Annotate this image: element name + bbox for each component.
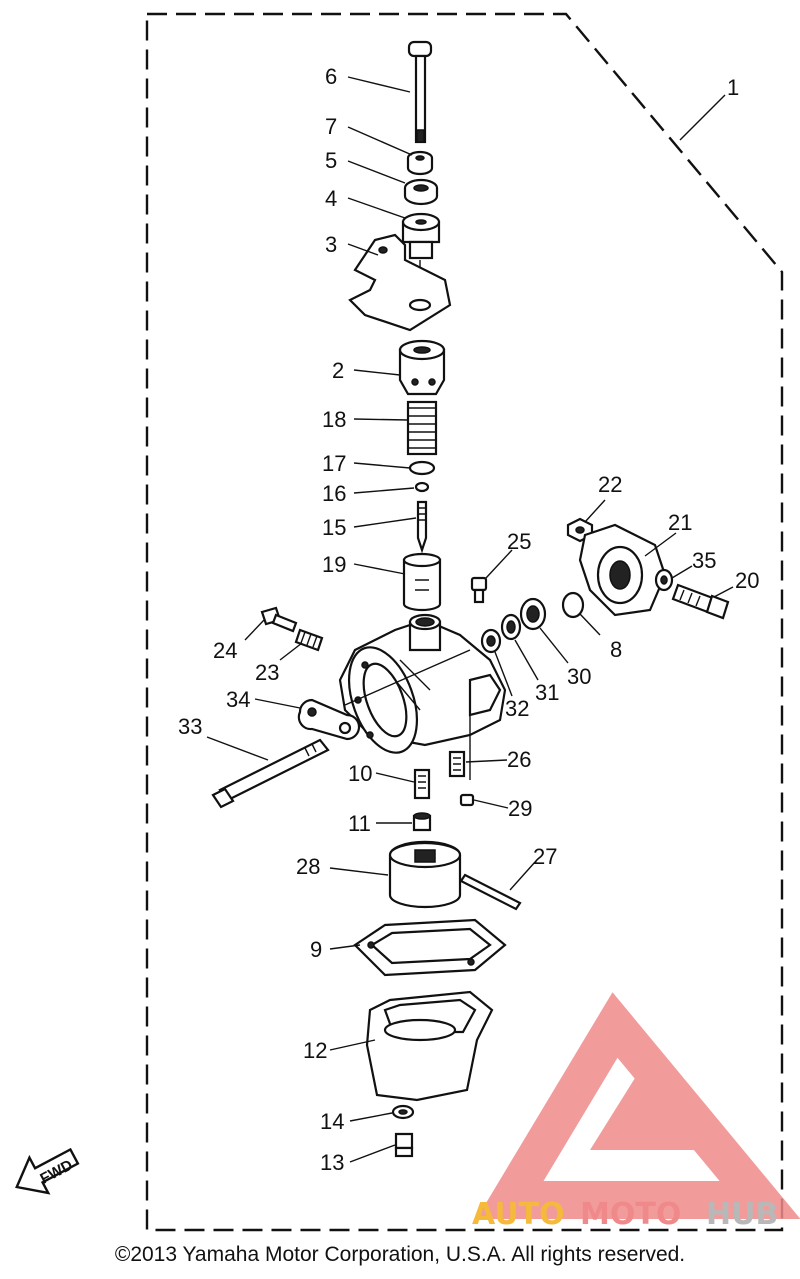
part-label-23: 23 xyxy=(255,660,279,685)
watermark-auto: AUTO xyxy=(472,1197,565,1232)
part-label-5: 5 xyxy=(325,148,337,173)
copyright-notice: ©2013 Yamaha Motor Corporation, U.S.A. A… xyxy=(114,1243,686,1266)
part-labels: 6 7 5 4 3 2 18 17 16 15 19 22 21 25 35 2… xyxy=(178,64,759,1175)
part-label-13: 13 xyxy=(320,1150,344,1175)
part-label-7: 7 xyxy=(325,114,337,139)
part-label-9: 9 xyxy=(310,937,322,962)
part-label-4: 4 xyxy=(325,186,337,211)
leader-lines xyxy=(206,76,734,1163)
part-label-21: 21 xyxy=(668,510,692,535)
part-label-6: 6 xyxy=(325,64,337,89)
part-label-29: 29 xyxy=(508,796,532,821)
part-label-10: 10 xyxy=(348,761,372,786)
float-bowl xyxy=(365,990,494,1102)
part-label-14: 14 xyxy=(320,1109,344,1134)
watermark-logo xyxy=(476,992,800,1219)
assembly-label: 1 xyxy=(727,75,739,100)
part-label-12: 12 xyxy=(303,1038,327,1063)
part-label-22: 22 xyxy=(598,472,622,497)
part-label-17: 17 xyxy=(322,451,346,476)
assembly-boundary xyxy=(145,12,784,1232)
part-label-26: 26 xyxy=(507,747,531,772)
spring xyxy=(406,400,438,456)
watermark-moto: MOTO xyxy=(580,1197,681,1232)
part-label-16: 16 xyxy=(322,481,346,506)
part-label-30: 30 xyxy=(567,664,591,689)
part-label-20: 20 xyxy=(735,568,759,593)
part-label-2: 2 xyxy=(332,358,344,383)
part-label-32: 32 xyxy=(505,696,529,721)
carburetor-body xyxy=(338,613,507,754)
watermark-text: AUTO MOTO HUB xyxy=(472,1197,778,1232)
part-label-19: 19 xyxy=(322,552,346,577)
part-label-28: 28 xyxy=(296,854,320,879)
part-label-11: 11 xyxy=(348,811,371,836)
part-label-15: 15 xyxy=(322,515,346,540)
part-label-31: 31 xyxy=(535,680,559,705)
part-label-18: 18 xyxy=(322,407,346,432)
part-label-24: 24 xyxy=(213,638,237,663)
part-label-35: 35 xyxy=(692,548,716,573)
fwd-arrow-icon: FWD xyxy=(15,1147,80,1195)
part-label-27: 27 xyxy=(533,844,557,869)
part-label-33: 33 xyxy=(178,714,202,739)
part-label-8: 8 xyxy=(610,637,622,662)
part-label-3: 3 xyxy=(325,232,337,257)
watermark-hub: HUB xyxy=(706,1197,778,1232)
part-label-34: 34 xyxy=(226,687,250,712)
part-label-25: 25 xyxy=(507,529,531,554)
